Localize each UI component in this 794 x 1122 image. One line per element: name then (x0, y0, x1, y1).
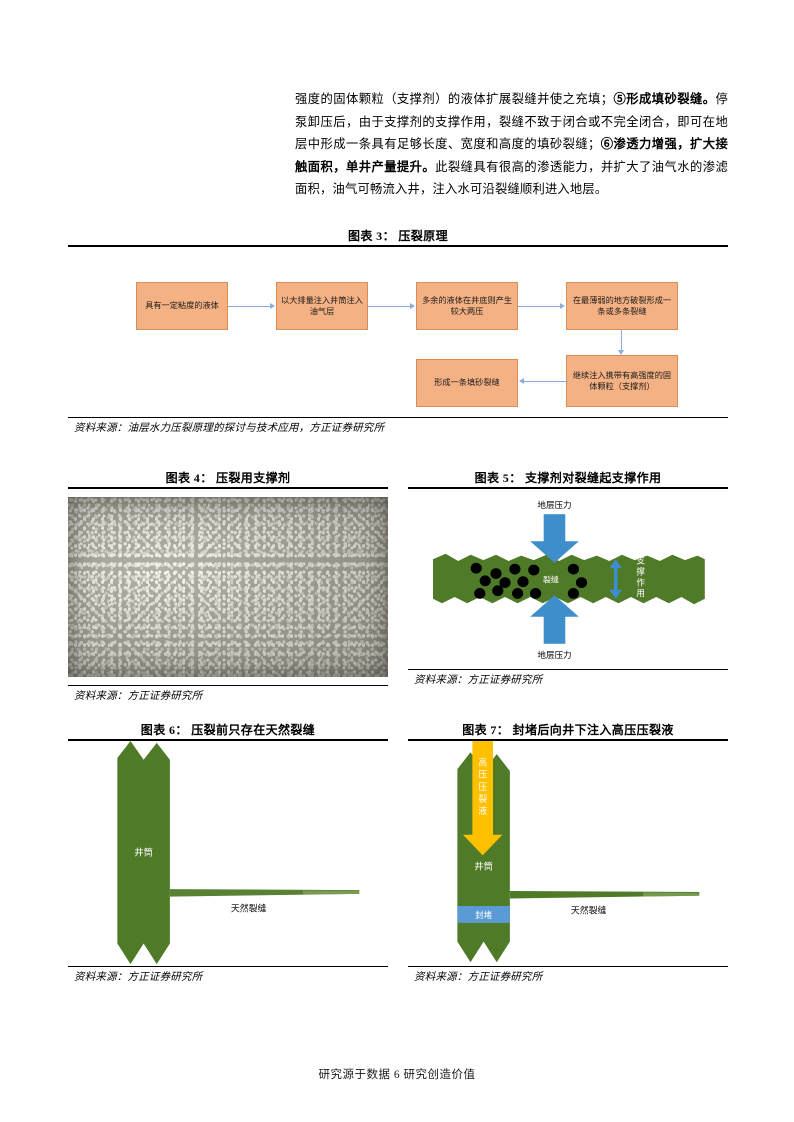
figure-row-6-7: 图表 6： 压裂前只存在天然裂缝 井筒 天然裂缝 资料来源：方正证券研究所 图表… (68, 722, 728, 986)
proppant-granules-photo (68, 497, 388, 677)
figure-5-caption: 图表 5： 支撑剂对裂缝起支撑作用 (474, 471, 662, 485)
proppant-photo-shading (68, 497, 388, 677)
figure-3-source: 资料来源：油层水力压裂原理的探讨与技术应用，方正证券研究所 (74, 423, 385, 434)
figure-7-diagram: 封堵 高 压 压 裂 液 井筒 天然裂缝 (408, 741, 728, 966)
figure-6-caption: 图表 6： 压裂前只存在天然裂缝 (140, 723, 316, 737)
figure-5-bottom-rule (408, 669, 728, 670)
top-pressure-arrow-icon (530, 514, 579, 563)
flow-box-4: 在最薄弱的地方破裂形成一条或多条裂缝 (566, 282, 678, 330)
support-label-char-3: 作 (636, 576, 645, 587)
figure-5-source: 资料来源：方正证券研究所 (414, 675, 543, 686)
natural-fracture-taper (303, 890, 360, 895)
flow-box-1: 具有一定粘度的液体 (136, 282, 228, 330)
figure-6-top-rule (68, 739, 388, 741)
figure-5-top-rule (408, 487, 728, 489)
figure-4-top-rule (68, 487, 388, 489)
figure-3-block: 图表 3： 压裂原理 具有一定粘度的液体 以大排量注入井筒注入油气层 多余的液体… (68, 228, 728, 437)
flow-box-5-label: 形成一条填砂裂缝 (434, 378, 500, 388)
flow-connector-3-4 (518, 305, 561, 307)
flow-box-5: 形成一条填砂裂缝 (416, 359, 518, 407)
support-label-char-4: 用 (636, 588, 645, 598)
fluid-label-char-2: 压 (478, 770, 487, 780)
wellbore-label: 井筒 (474, 860, 493, 872)
figure-6-source: 资料来源：方正证券研究所 (74, 972, 203, 983)
figure-5-diagram: 地层压力 地层压力 (408, 489, 728, 669)
flow-box-6-label: 继续注入携带有高强度的固体颗粒（支撑剂） (572, 370, 672, 392)
flow-arrowhead-3-4 (560, 302, 565, 309)
figure-4-source: 资料来源：方正证券研究所 (74, 691, 203, 702)
fracturing-fluid-arrow-icon (463, 741, 503, 856)
fluid-label-char-3: 压 (478, 782, 487, 792)
flow-box-2: 以大排量注入井筒注入油气层 (276, 282, 368, 330)
proppant-grains-group (470, 562, 588, 599)
flow-connector-1-2 (228, 305, 271, 307)
figure-7-bottom-rule (408, 966, 728, 967)
support-label-char-2: 撑 (636, 566, 645, 577)
flow-box-6: 继续注入携带有高强度的固体颗粒（支撑剂） (566, 355, 678, 407)
seal-block-shape (457, 906, 510, 923)
natural-fracture-label: 天然裂缝 (231, 903, 267, 914)
figure-4-block: 图表 4： 压裂用支撑剂 资料来源：方正证券研究所 (68, 470, 388, 705)
figure-7-caption: 图表 7： 封堵后向井下注入高压压裂液 (462, 723, 674, 737)
fracturing-fluid-label-group: 高 压 压 裂 液 (478, 756, 487, 816)
fluid-label-char-4: 裂 (478, 794, 487, 804)
bottom-pressure-arrow-icon (530, 595, 579, 644)
seal-label: 封堵 (475, 910, 492, 920)
top-pressure-label: 地层压力 (537, 499, 571, 510)
page-footer: 研究源于数据 6 研究创造价值 (318, 1069, 476, 1081)
support-label-group: 支 撑 作 用 (636, 555, 645, 598)
wellbore-label: 井筒 (134, 846, 153, 858)
flow-connector-6-5 (524, 381, 568, 383)
figure-3-caption: 图表 3： 压裂原理 (347, 229, 448, 243)
figure-3-top-rule (68, 245, 728, 247)
proppant-grain-texture (68, 497, 388, 677)
rock-formation-shape (433, 553, 705, 605)
figure-7-source: 资料来源：方正证券研究所 (414, 972, 543, 983)
figure-6-block: 图表 6： 压裂前只存在天然裂缝 井筒 天然裂缝 资料来源：方正证券研究所 (68, 722, 388, 986)
figure-6-diagram: 井筒 天然裂缝 (68, 741, 388, 966)
flow-arrowhead-6-5 (519, 378, 524, 384)
body-paragraph: 强度的固体颗粒（支撑剂）的液体扩展裂缝并使之充填；⑤形成填砂裂缝。停泵卸压后，由… (295, 92, 728, 196)
flow-box-1-label: 具有一定粘度的液体 (145, 301, 219, 311)
figure-4-bottom-rule (68, 685, 388, 686)
flow-connector-4-6 (621, 330, 623, 352)
figure-row-4-5: 图表 4： 压裂用支撑剂 资料来源：方正证券研究所 图表 5： 支撑剂对裂缝起支… (68, 470, 728, 705)
support-label-char-1: 支 (636, 555, 645, 566)
fluid-label-char-5: 液 (478, 805, 487, 816)
fracture-label: 裂缝 (543, 575, 559, 585)
fluid-label-char-1: 高 (478, 756, 487, 767)
natural-fracture-taper (643, 892, 700, 897)
flow-connector-2-3 (368, 305, 411, 307)
figure-7-top-rule (408, 739, 728, 741)
flow-arrowhead-2-3 (410, 302, 415, 309)
wellbore-column-shape (117, 741, 170, 965)
figure-5-block: 图表 5： 支撑剂对裂缝起支撑作用 地层压力 地层压力 (408, 470, 728, 705)
figure-3-flowchart: 具有一定粘度的液体 以大排量注入井筒注入油气层 多余的液体在井底则产生较大两压 … (68, 247, 728, 417)
flow-arrowhead-4-6 (618, 350, 624, 355)
proppant-photo-vignette (68, 497, 388, 677)
figure-6-bottom-rule (68, 966, 388, 967)
figure-7-block: 图表 7： 封堵后向井下注入高压压裂液 封堵 高 (408, 722, 728, 986)
figure-3-bottom-rule (68, 417, 728, 418)
figure-4-caption: 图表 4： 压裂用支撑剂 (165, 471, 291, 485)
flow-box-2-label: 以大排量注入井筒注入油气层 (281, 295, 363, 317)
flow-box-3-label: 多余的液体在井底则产生较大两压 (421, 295, 513, 317)
flow-arrowhead-1-2 (270, 302, 275, 309)
natural-fracture-label: 天然裂缝 (571, 905, 607, 916)
bottom-pressure-label: 地层压力 (537, 649, 571, 660)
flow-box-4-label: 在最薄弱的地方破裂形成一条或多条裂缝 (572, 295, 672, 317)
flow-box-3: 多余的液体在井底则产生较大两压 (416, 282, 518, 330)
support-double-arrow-icon (609, 559, 622, 599)
